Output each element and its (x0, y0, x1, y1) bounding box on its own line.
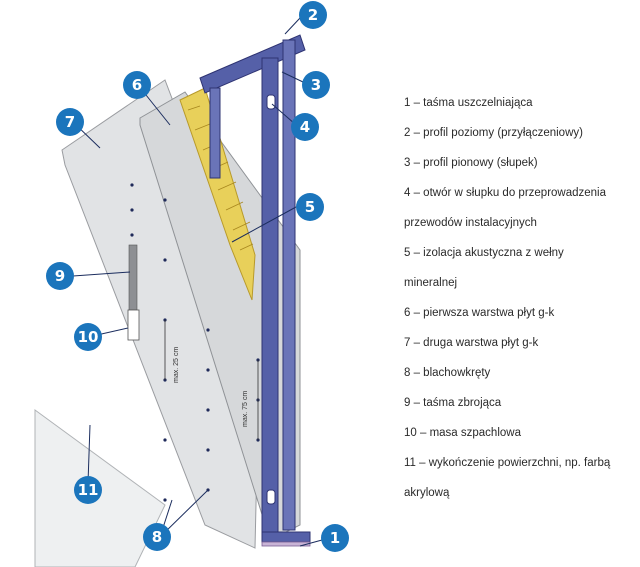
mineral-wool-insulation (179, 87, 256, 301)
callout-5: 5 (296, 193, 324, 221)
top-track (199, 34, 306, 94)
sealing-tape (261, 541, 311, 547)
bottom-track (261, 531, 311, 543)
callout-5-num: 5 (305, 198, 315, 216)
joint-compound (127, 309, 140, 341)
dim-25-label: max. 25 cm (173, 347, 180, 383)
legend-item-5: 5 – izolacja akustyczna z wełny (404, 247, 564, 259)
callout-10-num: 10 (78, 328, 99, 346)
legend-item-4: 4 – otwór w słupku do przeprowadzenia (404, 187, 607, 199)
legend-item-8: 8 – blachowkręty (404, 367, 491, 379)
callout-10: 10 (74, 323, 102, 351)
legend-item-2: 2 – profil poziomy (przyłączeniowy) (404, 127, 583, 139)
callout-7: 7 (56, 108, 84, 136)
callout-9: 9 (46, 262, 74, 290)
callout-6: 6 (123, 71, 151, 99)
second-board-layer (61, 79, 261, 549)
screws (130, 183, 260, 502)
callout-11-num: 11 (78, 481, 99, 499)
callout-7-num: 7 (65, 113, 75, 131)
callout-3-num: 3 (311, 76, 321, 94)
dim-75-label: max. 75 cm (242, 391, 249, 427)
callout-6-num: 6 (132, 76, 142, 94)
reinforcing-tape (128, 244, 138, 311)
legend-item-9: 9 – taśma zbrojąca (404, 397, 502, 409)
legend: 1 – taśma uszczelniająca 2 – profil pozi… (404, 88, 636, 508)
stud-back (282, 39, 296, 531)
legend-item-4-cont: przewodów instalacyjnych (404, 217, 537, 229)
legend-item-1: 1 – taśma uszczelniająca (404, 97, 533, 109)
callout-1: 1 (321, 524, 349, 552)
legend-item-5-cont: mineralnej (404, 277, 458, 289)
callout-1-num: 1 (330, 529, 340, 547)
stud-hole-upper (266, 94, 276, 110)
stud-inner (209, 87, 221, 179)
legend-item-11-cont: akrylową (404, 487, 450, 499)
callout-11: 11 (74, 476, 102, 504)
stud-hole-lower (266, 489, 276, 505)
callout-2-num: 2 (308, 6, 318, 24)
callout-8: 8 (143, 523, 171, 551)
legend-item-11: 11 – wykończenie powierzchni, np. farbą (404, 457, 611, 469)
callout-3: 3 (302, 71, 330, 99)
legend-item-6: 6 – pierwsza warstwa płyt g-k (404, 307, 555, 319)
legend-item-3: 3 – profil pionowy (słupek) (404, 157, 538, 169)
callout-4: 4 (291, 113, 319, 141)
first-board-layer (139, 91, 301, 541)
callout-8-num: 8 (152, 528, 162, 546)
callout-2: 2 (299, 1, 327, 29)
legend-item-10: 10 – masa szpachlowa (404, 427, 521, 439)
callout-4-num: 4 (300, 118, 310, 136)
stud-front (261, 57, 279, 539)
callout-9-num: 9 (55, 267, 65, 285)
legend-item-7: 7 – druga warstwa płyt g-k (404, 337, 539, 349)
steel-frame (199, 34, 311, 543)
